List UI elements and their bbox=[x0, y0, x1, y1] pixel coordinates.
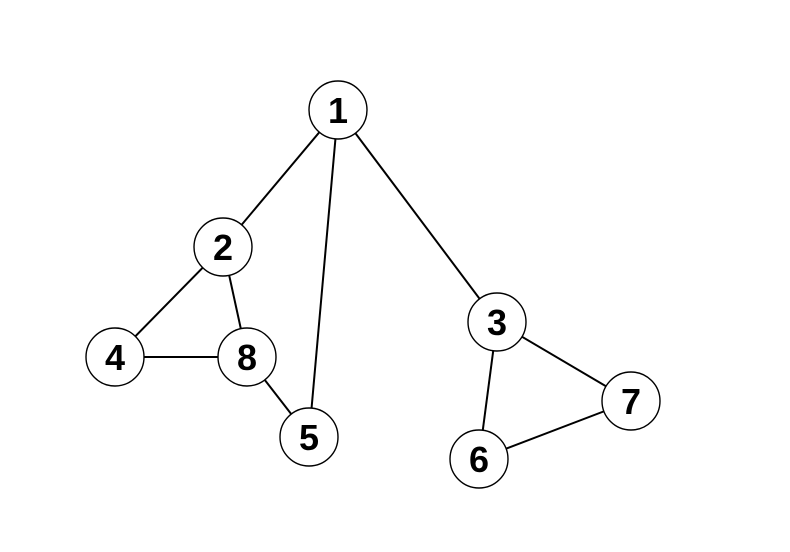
graph-node-label-6: 6 bbox=[469, 439, 489, 480]
graph-node-8: 8 bbox=[217, 327, 277, 387]
graph-node-label-5: 5 bbox=[299, 417, 319, 458]
graph-node-label-1: 1 bbox=[328, 90, 348, 131]
graph-node-circle-6 bbox=[449, 429, 509, 489]
graph-node-7: 7 bbox=[601, 371, 661, 431]
graph-node-circle-7 bbox=[601, 371, 661, 431]
graph-node-circle-2 bbox=[193, 217, 253, 277]
graph-node-circle-4 bbox=[85, 327, 145, 387]
graph-node-1: 1 bbox=[308, 80, 368, 140]
graph-node-label-3: 3 bbox=[487, 302, 507, 343]
nodes-layer: 1 2 3 4 5 6 7 8 bbox=[85, 80, 661, 489]
graph-node-circle-8 bbox=[217, 327, 277, 387]
graph-node-circle-3 bbox=[467, 292, 527, 352]
graph-edge-1-2 bbox=[222, 109, 339, 248]
graph-node-label-8: 8 bbox=[237, 337, 257, 378]
graph-node-5: 5 bbox=[279, 407, 339, 467]
graph-node-label-2: 2 bbox=[213, 227, 233, 268]
graph-node-label-7: 7 bbox=[621, 381, 641, 422]
graph-node-circle-1 bbox=[308, 80, 368, 140]
edges-layer bbox=[114, 109, 632, 460]
graph-edge-1-3 bbox=[337, 109, 498, 323]
graph-node-circle-5 bbox=[279, 407, 339, 467]
graph-node-3: 3 bbox=[467, 292, 527, 352]
graph-edge-1-5 bbox=[308, 109, 339, 438]
graph-node-4: 4 bbox=[85, 327, 145, 387]
graph-node-6: 6 bbox=[449, 429, 509, 489]
graph-node-2: 2 bbox=[193, 217, 253, 277]
graph-node-label-4: 4 bbox=[105, 337, 125, 378]
